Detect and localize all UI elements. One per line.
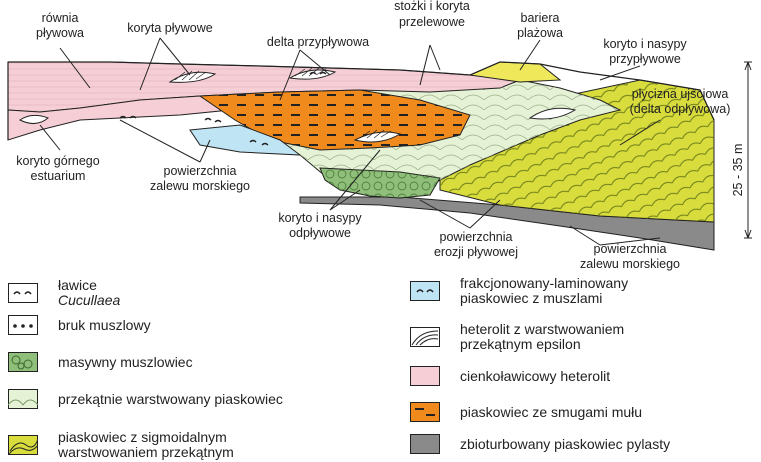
label-plycizna-2: (delta odpływowa) — [630, 102, 731, 116]
label-zalewu1-2: zalewu morskiego — [150, 179, 250, 193]
legend-text-frakcjonowany-2: piaskowiec z muszlami — [460, 291, 628, 306]
legend-text-heterolit-2: przekątnym epsilon — [460, 337, 624, 352]
mud-streak-sandstone-icon — [410, 402, 440, 422]
legend-text-frakcjonowany-1: frakcjonowany-laminowany — [460, 276, 628, 291]
legend-text-sigmoidalny-2: warstwowaniem przekątnym — [58, 445, 234, 460]
legend-text-przekatnie: przekątnie warstwowany piaskowiec — [58, 392, 283, 407]
legend-item-zbioturbowany: zbioturbowany piaskowiec pylasty — [410, 434, 670, 454]
label-zalewu2-2: zalewu morskiego — [580, 257, 680, 271]
legend-text-lawice: ławice — [58, 278, 120, 293]
label-koryto-odpl-2: odpływowe — [289, 226, 351, 240]
label-plycizna-1: płycizna ujściowa — [632, 87, 729, 101]
legend-text-zbioturbowany: zbioturbowany piaskowiec pylasty — [460, 437, 670, 452]
legend-item-cucullaea: ławice Cucullaea — [8, 278, 120, 308]
massive-coquina-icon — [8, 352, 38, 372]
label-stozki-1: stożki i koryta — [394, 0, 470, 13]
label-delta-przyplywowa: delta przypływowa — [267, 35, 369, 49]
sigmoidal-sandstone-icon — [8, 435, 38, 455]
legend-item-cienkolawicowy: cienkoławicowy heterolit — [410, 366, 610, 386]
legend-text-smugi: piaskowiec ze smugami mułu — [460, 405, 642, 420]
thin-bedded-heterolith-icon — [410, 366, 440, 386]
bioturbated-sandstone-icon — [410, 434, 440, 454]
label-erozji-1: powierzchnia — [440, 230, 513, 244]
label-koryto-odpl-1: koryto i nasypy — [278, 211, 362, 225]
label-erozji-2: erozji pływowej — [434, 245, 518, 259]
label-rownia-1: równia — [42, 11, 79, 25]
label-bariera-2: plażowa — [517, 26, 563, 40]
cucullaea-shell-icon — [8, 283, 38, 303]
legend-text-cucullaea: Cucullaea — [58, 292, 120, 308]
label-bariera-1: bariera — [521, 11, 560, 25]
legend-text-heterolit-1: heterolit z warstwowaniem — [460, 322, 624, 337]
label-koryto-przyp-1: koryto i nasypy — [603, 37, 687, 51]
legend-text-masywny: masywny muszlowiec — [58, 355, 193, 370]
label-stozki-2: przelewowe — [399, 15, 465, 29]
legend-text-cienkolawicowy: cienkoławicowy heterolit — [460, 369, 610, 384]
legend-item-masywny: masywny muszlowiec — [8, 352, 193, 372]
graded-shelly-sandstone-icon — [410, 281, 440, 301]
label-zalewu1-1: powierzchnia — [164, 164, 237, 178]
legend-item-przekatnie: przekątnie warstwowany piaskowiec — [8, 389, 283, 409]
legend-text-bruk: bruk muszlowy — [58, 318, 151, 333]
scale-bar — [744, 62, 752, 238]
legend-text-sigmoidalny-1: piaskowiec z sigmoidalnym — [58, 430, 234, 445]
cross-bedded-sandstone-icon — [8, 389, 38, 409]
legend-item-bruk: bruk muszlowy — [8, 315, 151, 335]
legend-item-smugi: piaskowiec ze smugami mułu — [410, 402, 642, 422]
label-koryto-przyp-2: przypływowe — [609, 52, 681, 66]
label-zalewu2-1: powierzchnia — [594, 242, 667, 256]
scale-label: 25 - 35 m — [731, 144, 745, 197]
label-rownia-2: pływowa — [36, 26, 84, 40]
label-koryto-gornego-1: koryto górnego — [16, 154, 99, 168]
legend: ławice Cucullaea bruk muszlowy masywny m… — [0, 270, 761, 462]
label-koryto-gornego-2: estuarium — [31, 169, 86, 183]
estuary-cross-section-diagram: 25 - 35 m równia pływowa koryta pływowe … — [0, 0, 761, 272]
label-koryta-plywowe: koryta pływowe — [127, 21, 212, 35]
shell-pavement-icon — [8, 315, 38, 335]
epsilon-heterolith-icon — [410, 327, 440, 347]
